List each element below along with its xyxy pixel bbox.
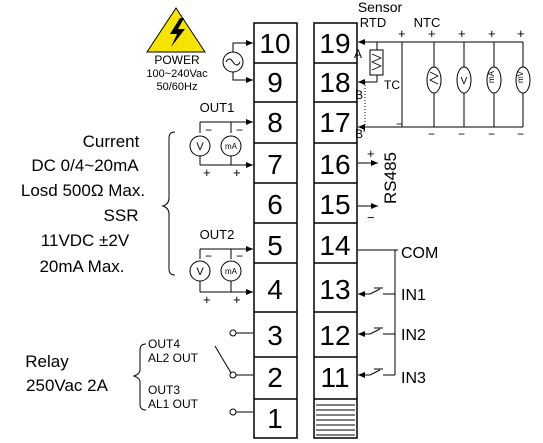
svg-text:+: + [517,26,525,41]
svg-text:−: − [428,127,435,141]
tc-label: TC [384,78,400,92]
svg-text:+: + [398,26,406,41]
terminal-3-label: 3 [267,320,283,351]
svg-text:+: + [233,292,241,307]
label-ssr: SSR [104,206,139,225]
svg-text:V: V [196,266,204,278]
svg-text:+: + [233,165,241,180]
power-voltage: 100~240Vac [146,68,208,80]
svg-text:−: − [488,127,495,141]
terminal-2-label: 2 [267,362,283,393]
svg-text:mA: mA [225,267,238,276]
right-terminal-numbers: 19 18 17 16 15 14 13 12 11 [319,28,350,393]
com-label: COM [401,245,438,262]
ntc-label: NTC [414,15,441,30]
left-terminal-block [253,22,298,439]
sensor-meter-mv: mV [516,70,525,83]
label-load: Losd 500Ω Max. [21,181,145,200]
terminal-13-label: 13 [319,274,350,305]
out1-label: OUT1 [200,100,235,115]
svg-text:−: − [458,127,465,141]
rs485-plus: + [367,146,375,161]
label-dc-range: DC 0/4~20mA [31,156,139,175]
svg-text:−: − [236,249,243,263]
left-terminal-numbers: 10 9 8 7 6 5 4 3 2 1 [259,28,290,434]
svg-text:−: − [396,117,403,131]
al1-out-label: AL1 OUT [148,397,199,411]
rtd-a-label: A [354,47,362,61]
relay-label: Relay [25,352,69,371]
terminal-12-label: 12 [319,320,350,351]
power-frequency: 50/60Hz [157,81,198,93]
terminal-4-label: 4 [267,274,283,305]
label-ssr-current: 20mA Max. [39,257,124,276]
terminal-18-label: 18 [319,67,350,98]
lightning-bolt-icon [170,18,185,47]
terminal-17-label: 17 [319,107,350,138]
power-title: POWER [154,53,200,67]
rtd-label: RTD [360,15,386,30]
empty-slot-hatching [316,404,355,436]
in1-label: IN1 [401,287,426,304]
svg-text:+: + [458,26,466,41]
rs485-minus: − [367,210,375,225]
rs485-section: + − RS485 [358,146,400,225]
sensor-meter-v: V [461,76,468,87]
in2-label: IN2 [401,327,426,344]
svg-text:−: − [205,249,212,263]
terminal-14-label: 14 [319,230,350,261]
al2-out-label: AL2 OUT [148,351,199,365]
svg-text:V: V [196,141,204,153]
terminal-15-label: 15 [319,189,350,220]
in3-label: IN3 [401,370,426,387]
label-ssr-voltage: 11VDC ±2V [41,231,130,250]
svg-text:+: + [488,26,496,41]
relay-brace [132,343,147,411]
out3-label: OUT3 [148,383,180,397]
sensor-section: Sensor RTD NTC A B B' TC + − [354,0,531,141]
out4-label: OUT4 [148,337,180,351]
rtd-resistor-icon [369,49,384,76]
terminal-9-label: 9 [267,67,283,98]
terminal-6-label: 6 [267,189,283,220]
current-brace [161,131,176,276]
terminal-10-label: 10 [259,28,290,59]
terminal-19-label: 19 [319,28,350,59]
out1-section: OUT1 V mA + + − − [189,100,253,180]
label-current: Current [83,132,140,151]
svg-text:−: − [205,123,212,137]
svg-text:−: − [236,123,243,137]
rtd-b-prime-label: B' [355,127,365,141]
digital-inputs-section: COM IN1 IN2 IN3 [358,245,438,387]
rs485-label: RS485 [381,152,400,204]
terminal-5-label: 5 [267,230,283,261]
out2-section: OUT2 V mA + + − − [189,227,253,307]
ntc-thermistor-icon [426,66,442,94]
terminal-11-label: 11 [320,362,349,393]
sensor-meter-ma: mA [487,70,496,83]
terminal-8-label: 8 [267,107,283,138]
out2-label: OUT2 [200,227,235,242]
terminal-16-label: 16 [319,149,350,180]
svg-text:+: + [203,165,211,180]
terminal-1-label: 1 [267,403,283,434]
relay-section: Relay 250Vac 2A OUT4 AL2 OUT OUT3 AL1 OU… [25,329,253,416]
power-section: POWER 100~240Vac 50/60Hz [146,7,253,93]
svg-text:−: − [517,127,524,141]
current-ssr-labels: Current DC 0/4~20mA Losd 500Ω Max. SSR 1… [21,131,176,276]
sensor-title: Sensor [358,0,403,15]
rtd-b-label: B [355,88,363,102]
terminal-7-label: 7 [267,149,283,180]
svg-text:+: + [203,292,211,307]
svg-text:+: + [428,26,436,41]
right-terminal-block [313,22,358,439]
relay-rating: 250Vac 2A [26,376,109,395]
relay-switch-arm [214,345,232,374]
svg-text:mA: mA [225,142,238,151]
